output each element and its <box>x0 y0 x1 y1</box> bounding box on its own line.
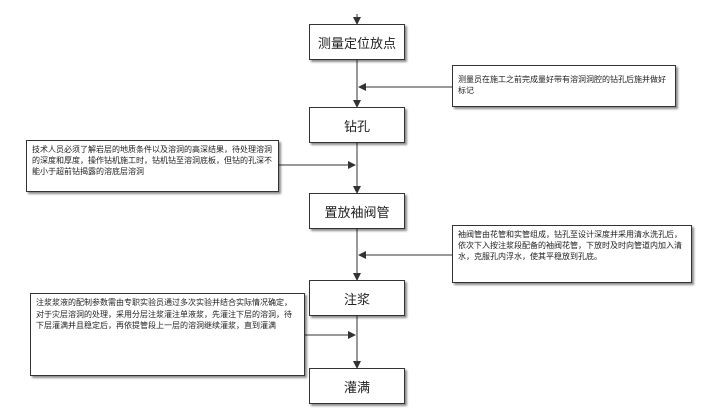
note-grouting: 注浆浆液的配制参数需由专职实验员通过多次实验并结合实际情况确定，对于灾层溶洞的处… <box>30 293 305 376</box>
note-drilling: 技术人员必须了解岩层的地质条件以及溶洞的高深结果，待处理溶洞的深度和厚度，操作钻… <box>26 140 279 192</box>
step-drilling: 钻孔 <box>309 107 405 143</box>
step-grouting: 注浆 <box>309 280 405 316</box>
step-fill-full: 灌满 <box>309 368 405 404</box>
step-place-sleeve-pipe: 置放袖阀管 <box>309 193 405 229</box>
note-measurement: 测量员在施工之前完成量好带有溶洞洞腔的钻孔后施并做好标记 <box>452 65 676 107</box>
note-sleeve-pipe: 袖阀管由花管和实管组成，钻孔至设计深度并采用清水洗孔后，依次下入按注浆段配备的袖… <box>452 225 692 283</box>
step-measure-positioning: 测量定位放点 <box>309 24 405 60</box>
